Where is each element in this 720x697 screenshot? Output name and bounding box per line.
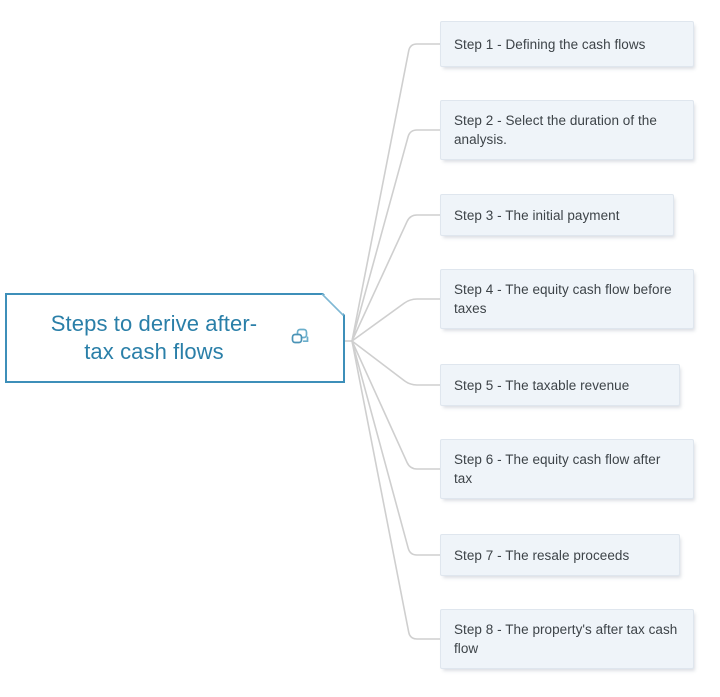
child-node-label: Step 5 - The taxable revenue (454, 377, 630, 393)
connector-to-step-5 (351, 340, 441, 386)
root-node[interactable]: Steps to derive after- tax cash flows (5, 293, 345, 383)
child-node-label: Step 3 - The initial payment (454, 207, 620, 223)
child-node-label: Step 6 - The equity cash flow after tax (454, 452, 661, 486)
child-node-step-3[interactable]: Step 3 - The initial payment (440, 194, 674, 236)
connector-to-step-1 (351, 43, 441, 342)
child-node-label: Step 8 - The property's after tax cash f… (454, 622, 678, 656)
connector-to-step-4 (351, 298, 441, 342)
child-node-step-7[interactable]: Step 7 - The resale proceeds (440, 534, 680, 576)
child-node-step-1[interactable]: Step 1 - Defining the cash flows (440, 21, 694, 67)
connector-to-step-8 (351, 340, 441, 640)
child-node-step-6[interactable]: Step 6 - The equity cash flow after tax (440, 439, 694, 499)
child-node-step-2[interactable]: Step 2 - Select the duration of the anal… (440, 100, 694, 160)
child-node-label: Step 4 - The equity cash flow before tax… (454, 282, 672, 316)
connector-to-step-7 (351, 340, 441, 556)
root-node-shape (5, 293, 345, 383)
child-node-label: Step 1 - Defining the cash flows (454, 36, 646, 52)
root-node-label: Steps to derive after- tax cash flows (50, 311, 258, 364)
child-node-label: Step 2 - Select the duration of the anal… (454, 113, 657, 147)
child-node-step-8[interactable]: Step 8 - The property's after tax cash f… (440, 609, 694, 669)
connector-to-step-6 (351, 340, 441, 470)
child-node-step-5[interactable]: Step 5 - The taxable revenue (440, 364, 680, 406)
child-node-label: Step 7 - The resale proceeds (454, 547, 630, 563)
connector-to-step-2 (351, 129, 441, 342)
child-node-step-4[interactable]: Step 4 - The equity cash flow before tax… (440, 269, 694, 329)
link-copy-icon[interactable] (291, 328, 313, 348)
connector-to-step-3 (351, 214, 441, 342)
